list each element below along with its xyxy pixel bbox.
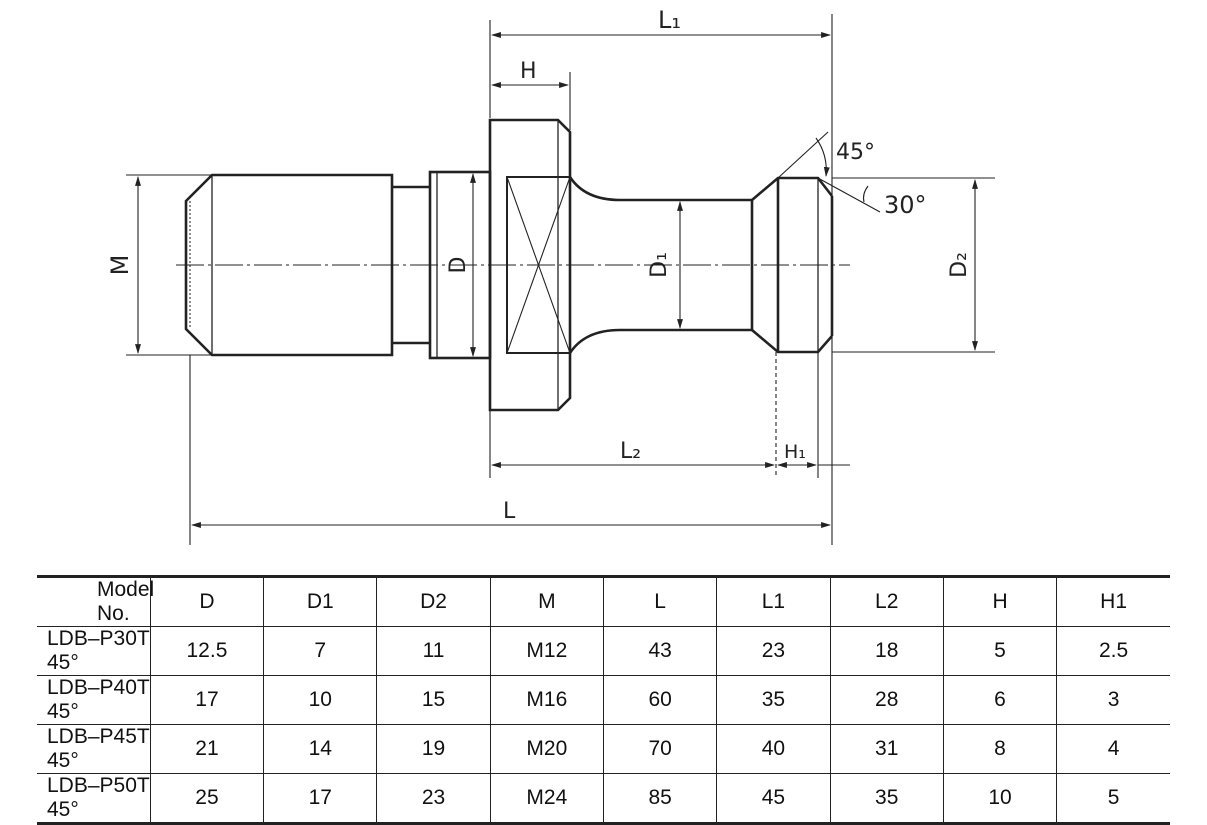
header-l2: L2 (829, 575, 944, 627)
dimension-lines (135, 32, 978, 528)
header-model-no: Model No. (37, 575, 154, 627)
table-cell: 60 (602, 675, 718, 725)
table-cell: 4 (1056, 724, 1170, 774)
table-cell: 8 (942, 724, 1058, 774)
table-cell: 40 (716, 724, 831, 774)
table-cell: 23 (716, 626, 831, 676)
table-cell: 70 (602, 724, 718, 774)
table-cell: 19 (376, 724, 491, 774)
header-l: L (602, 575, 718, 627)
table-cell: 6 (942, 675, 1058, 725)
header-h1: H1 (1056, 575, 1170, 627)
specification-table: Model No. D D1 D2 M L L1 L2 H H1 LDB–P30… (37, 575, 1170, 825)
table-row: LDB–P40T 45° 17 10 15 M16 60 35 28 6 3 (37, 675, 1170, 725)
table-cell: LDB–P30T 45° (37, 626, 151, 676)
table-cell: 10 (263, 675, 378, 725)
label-angle-30: 30° (884, 191, 927, 219)
table-cell: 28 (829, 675, 944, 725)
extension-lines (126, 14, 995, 545)
table-row: LDB–P30T 45° 12.5 7 11 M12 43 23 18 5 2.… (37, 626, 1170, 676)
header-d1: D1 (263, 575, 378, 627)
table-cell: 35 (829, 773, 944, 825)
table-cell: M12 (489, 626, 604, 676)
label-d1: D₁ (647, 252, 672, 278)
table-cell: 25 (149, 773, 265, 825)
label-d2: D₂ (947, 252, 972, 278)
table-cell: 2.5 (1056, 626, 1170, 676)
table-cell: 11 (376, 626, 491, 676)
table-cell: 31 (829, 724, 944, 774)
label-h: H (520, 59, 537, 84)
table-row: LDB–P50T 45° 25 17 23 M24 85 45 35 10 5 (37, 773, 1170, 825)
table-cell: LDB–P40T 45° (37, 675, 151, 725)
table-cell: 85 (602, 773, 718, 825)
header-l1: L1 (716, 575, 831, 627)
table-cell: 5 (1056, 773, 1170, 825)
table-cell: 12.5 (149, 626, 265, 676)
table-cell: 7 (263, 626, 378, 676)
pull-stud-drawing: L₁ H 45° 30° M D D₁ D₂ L₂ H₁ L (106, 6, 995, 545)
table-cell: M24 (489, 773, 604, 825)
table-cell: M20 (489, 724, 604, 774)
label-h1: H₁ (784, 441, 806, 463)
table-cell: 23 (376, 773, 491, 825)
table-header-row: Model No. D D1 D2 M L L1 L2 H H1 (37, 575, 1170, 627)
header-d: D (149, 575, 265, 627)
table-cell: 3 (1056, 675, 1170, 725)
table-cell: LDB–P45T 45° (37, 724, 151, 774)
table-cell: 15 (376, 675, 491, 725)
table-cell: 43 (602, 626, 718, 676)
table-cell: 14 (263, 724, 378, 774)
label-m: M (106, 255, 134, 276)
table-cell: 45 (716, 773, 831, 825)
header-d2: D2 (376, 575, 491, 627)
label-l2: L₂ (620, 439, 641, 464)
header-h: H (942, 575, 1058, 627)
table-cell: 35 (716, 675, 831, 725)
header-m: M (489, 575, 604, 627)
table-cell: 18 (829, 626, 944, 676)
table-cell: 17 (263, 773, 378, 825)
table-cell: 21 (149, 724, 265, 774)
table-cell: 5 (942, 626, 1058, 676)
label-d: D (446, 257, 471, 274)
label-l1: L₁ (658, 6, 681, 34)
label-l: L (503, 499, 516, 524)
table-cell: M16 (489, 675, 604, 725)
table-cell: 17 (149, 675, 265, 725)
label-angle-45: 45° (836, 140, 875, 165)
table-cell: LDB–P50T 45° (37, 773, 151, 825)
table-row: LDB–P45T 45° 21 14 19 M20 70 40 31 8 4 (37, 724, 1170, 774)
table-cell: 10 (942, 773, 1058, 825)
